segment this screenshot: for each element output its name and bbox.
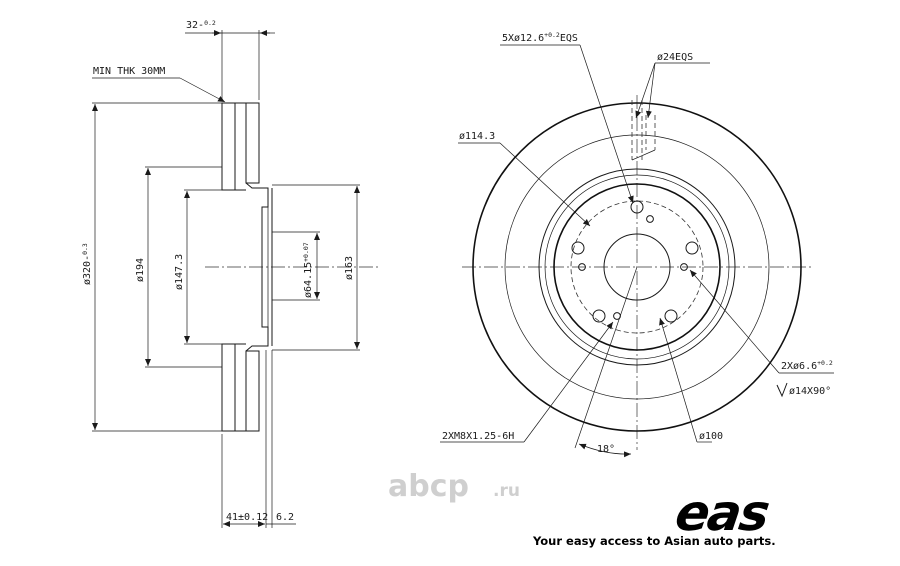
lug-hole: [571, 241, 585, 255]
lug-hole: [592, 309, 606, 323]
disc-ring-1: [504, 134, 770, 400]
watermark: abcp .ru: [388, 469, 520, 504]
section-ring-right-bottom: [245, 350, 260, 432]
section-ring-left-bottom: [221, 343, 236, 432]
disc-bolt-circle: [570, 200, 704, 334]
lug-hole: [685, 241, 699, 255]
section-ring-right-top: [245, 102, 260, 184]
label-height-41: 41±0.12: [226, 512, 268, 523]
label-dia-24: ø24EQS: [657, 52, 693, 63]
watermark-suffix: .ru: [493, 481, 520, 501]
label-dia-163: ø163: [344, 256, 355, 280]
countersink-symbol: [776, 382, 788, 398]
watermark-main: abcp: [388, 469, 469, 504]
label-dia-114: ø114.3: [459, 131, 495, 142]
lug-holes: [571, 200, 699, 323]
disc-center-bore: [603, 233, 671, 301]
disc-hat-step: [544, 174, 730, 360]
front-view: 5Xø12.6+0.2EQS ø24EQS ø114.3 2Xø6.6+0.2 …: [440, 31, 834, 458]
disc-hat-outer: [538, 168, 736, 366]
section-view: 32-0.2 MIN THK 30MM ø320-0.3 ø194 ø147.3…: [81, 19, 380, 528]
label-min-thk: MIN THK 30MM: [93, 66, 165, 77]
label-dia-194: ø194: [135, 258, 146, 282]
label-dia-147: ø147.3: [174, 254, 185, 290]
small-holes: [578, 215, 688, 320]
section-hub-join: [235, 189, 246, 345]
label-dia-320: ø320-0.3: [81, 243, 93, 285]
lug-hole: [664, 309, 678, 323]
lug-hole: [630, 200, 644, 214]
eas-logo: eas: [671, 484, 772, 542]
label-angle-18: 18°: [597, 444, 615, 455]
label-dia-64: ø64.15+0.07: [302, 242, 314, 298]
disc-outer-edge: [472, 102, 802, 432]
section-hub-hatch: [261, 206, 269, 328]
label-dim-6-2: 6.2: [276, 512, 294, 523]
label-countersink: ø14X90°: [789, 386, 831, 397]
label-thickness-top: 32-0.2: [186, 19, 216, 31]
section-vent-edges: [235, 102, 246, 432]
label-holes-5x: 5Xø12.6+0.2EQS: [502, 31, 578, 44]
label-dia-100: ø100: [699, 431, 723, 442]
label-thread: 2XM8X1.25-6H: [442, 431, 514, 442]
label-holes-2x: 2Xø6.6+0.2: [781, 359, 833, 372]
disc-hub-face: [553, 183, 721, 351]
section-ring-left-top: [221, 102, 236, 191]
brand-tagline: Your easy access to Asian auto parts.: [533, 534, 776, 548]
